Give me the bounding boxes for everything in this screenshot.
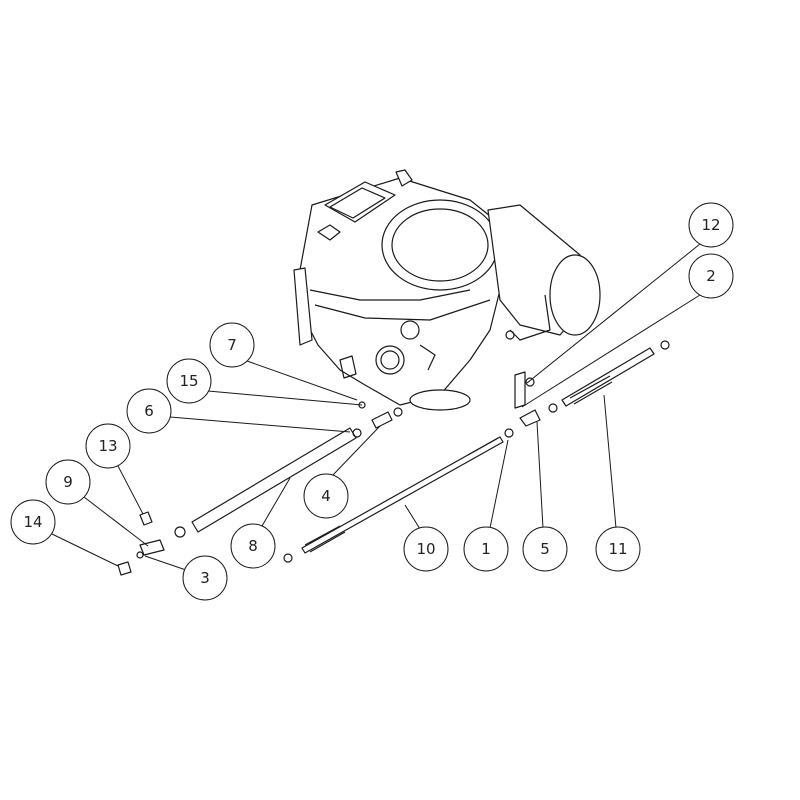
callout-10: 10 <box>403 526 449 572</box>
leader-line-8 <box>261 477 291 527</box>
callout-label: 13 <box>98 437 117 455</box>
callout-2: 2 <box>688 253 734 299</box>
callout-15: 15 <box>166 358 212 404</box>
callout-6: 6 <box>126 388 172 434</box>
callout-label: 8 <box>248 537 258 555</box>
part-hose-8 <box>191 427 357 533</box>
leader-line-15 <box>207 390 363 406</box>
leader-line-9 <box>83 496 149 547</box>
callout-8: 8 <box>230 523 276 569</box>
callout-9: 9 <box>45 459 91 505</box>
callout-label: 2 <box>706 267 716 285</box>
callout-label: 14 <box>23 513 42 531</box>
callout-label: 7 <box>227 336 237 354</box>
leader-line-12 <box>526 243 701 384</box>
callouts: 12 2 7 15 6 13 9 14 3 8 4 10 1 5 11 <box>10 202 734 601</box>
small-fittings <box>117 340 670 576</box>
part-hose-11 <box>561 347 655 407</box>
leader-line-4 <box>331 425 381 477</box>
leader-line-11 <box>603 394 617 529</box>
leader-lines <box>51 243 701 571</box>
callout-1: 1 <box>463 526 509 572</box>
callout-label: 4 <box>321 487 331 505</box>
callout-label: 6 <box>144 402 154 420</box>
part-hose-10 <box>301 436 504 554</box>
leader-line-14 <box>51 533 119 567</box>
engine-assembly <box>293 169 601 411</box>
callout-label: 10 <box>416 540 435 558</box>
leader-line-2 <box>521 294 701 408</box>
callout-7: 7 <box>209 322 255 368</box>
leader-line-10 <box>404 504 421 530</box>
callout-12: 12 <box>688 202 734 248</box>
leader-line-1 <box>489 439 509 529</box>
leader-line-13 <box>117 465 144 515</box>
callout-label: 1 <box>481 540 491 558</box>
callout-label: 9 <box>63 473 73 491</box>
callout-label: 12 <box>701 216 720 234</box>
callout-label: 11 <box>608 540 627 558</box>
leader-line-6 <box>169 416 351 433</box>
callout-14: 14 <box>10 499 56 545</box>
leader-line-3 <box>144 555 187 571</box>
callout-13: 13 <box>85 423 131 469</box>
callout-11: 11 <box>595 526 641 572</box>
callout-5: 5 <box>522 526 568 572</box>
callout-label: 5 <box>540 540 550 558</box>
callout-3: 3 <box>182 555 228 601</box>
callout-label: 3 <box>200 569 210 587</box>
leader-line-7 <box>246 360 358 401</box>
leader-line-5 <box>536 421 544 529</box>
callout-label: 15 <box>179 372 198 390</box>
callout-4: 4 <box>303 473 349 519</box>
